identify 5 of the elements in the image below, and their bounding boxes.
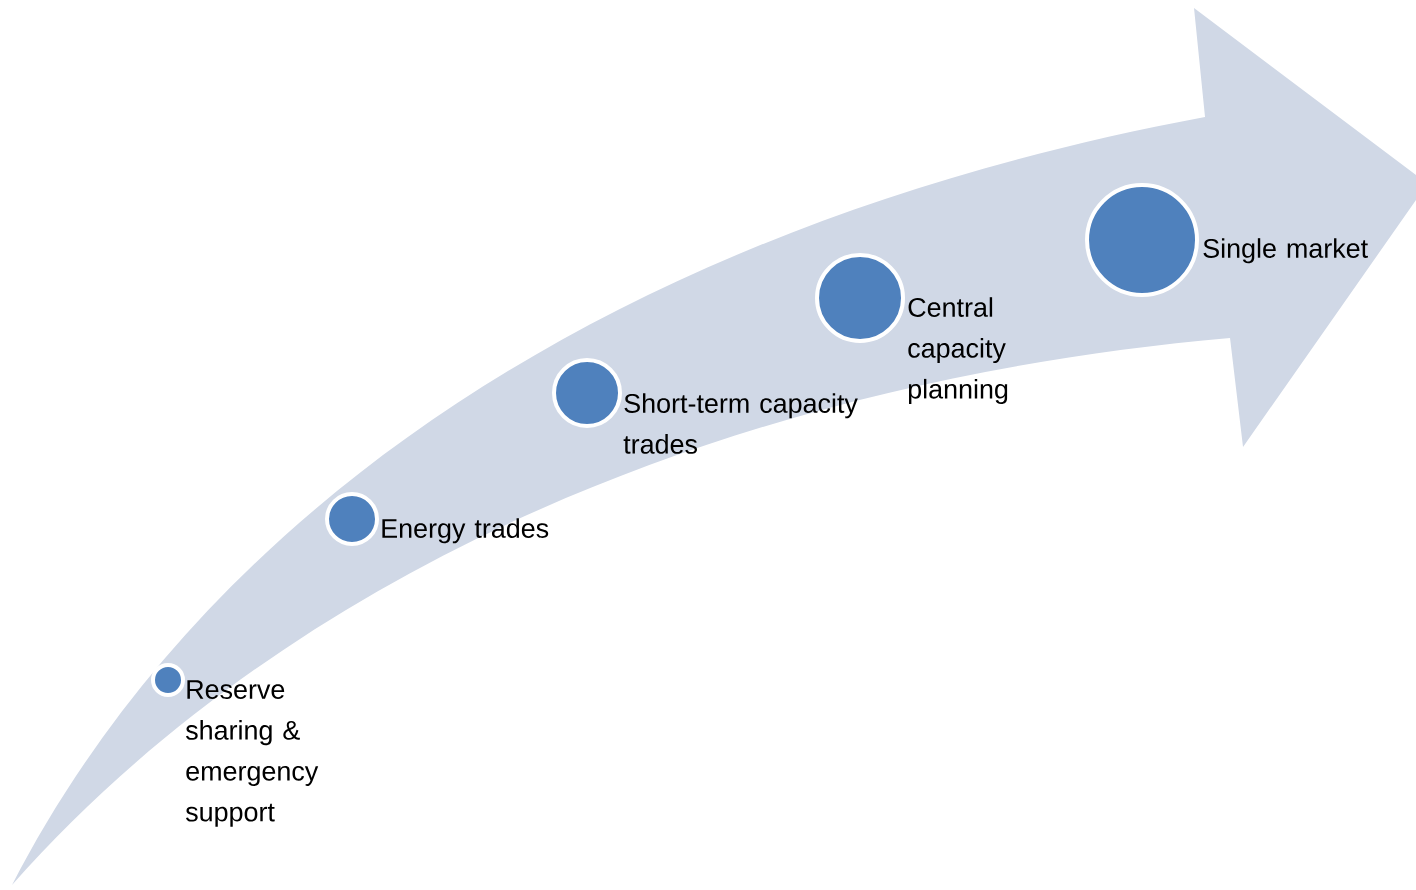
step-label: Short-term capacity trades bbox=[623, 393, 858, 454]
step-label: Central capacity planning bbox=[908, 297, 1008, 404]
step-label: Single market bbox=[1203, 238, 1368, 264]
step-label: Energy trades bbox=[382, 518, 549, 544]
step-label: Reserve sharing & emergency support bbox=[185, 680, 319, 827]
